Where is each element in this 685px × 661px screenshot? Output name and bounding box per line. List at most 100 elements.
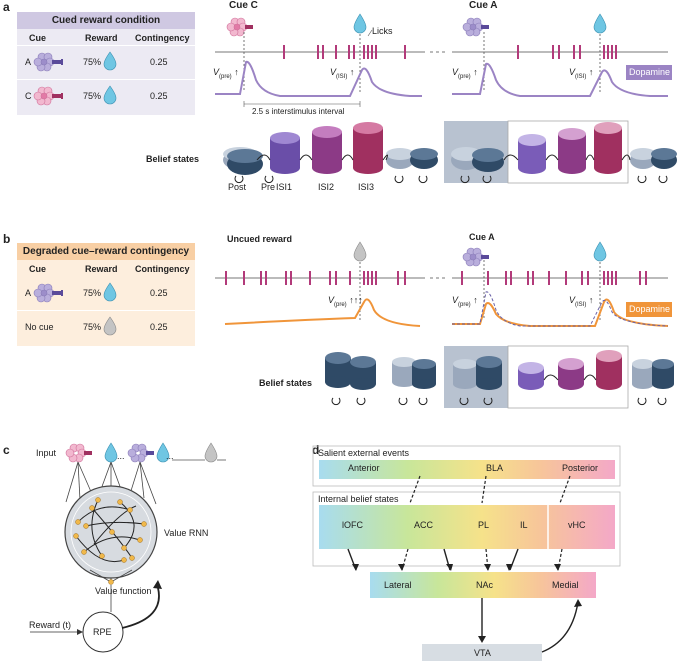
dopamine-label-box [626, 302, 672, 317]
reward-probability: 75% [83, 57, 102, 67]
lick-raster [283, 45, 617, 59]
v-pre-label: V(pre) ↑ [452, 295, 478, 308]
contingency-value: 0.25 [150, 91, 168, 101]
panel-letter-c: c [3, 443, 10, 457]
header-reward: Reward [85, 264, 118, 274]
cued-reward-table: Cued reward condition Cue Reward Conting… [17, 12, 195, 115]
dopamine-trace [224, 298, 421, 327]
cue-name: A [25, 288, 32, 298]
v-pre-label: V(pre) ↑↑↑ [328, 295, 363, 308]
reward-probability: 75% [83, 91, 102, 101]
gray-drop-icon [204, 442, 218, 463]
belief-state-cylinders [223, 122, 677, 184]
water-drop-icon [104, 442, 118, 463]
water-drop-icon [353, 13, 367, 34]
table-title: Degraded cue–reward contingency [22, 246, 190, 257]
dopamine-trace [452, 62, 668, 97]
cue-c-label: Cue C [229, 0, 258, 11]
panel-b-diagram [215, 241, 674, 409]
panel-letter-b: b [3, 232, 11, 246]
flower-odor-cue-icon [127, 443, 154, 463]
state-label-pre: Pre [261, 182, 276, 192]
flower-odor-cue-icon [65, 443, 92, 463]
vta-box [422, 644, 542, 661]
v-isi-label: V(ISI) ↑ [330, 67, 355, 80]
ellipsis: ... [117, 451, 125, 461]
contingency-value: 0.25 [150, 288, 168, 298]
region-pl: PL [478, 520, 490, 530]
input-label: Input [36, 448, 57, 458]
v-pre-label: V(pre) ↑ [452, 67, 478, 80]
nac-bar [370, 572, 596, 598]
cue-a-label: Cue A [469, 232, 495, 242]
table-row: A 75% 0.25 [17, 277, 195, 310]
table-title: Cued reward condition [51, 15, 161, 26]
degraded-contingency-table: Degraded cue–reward contingency Cue Rewa… [17, 243, 195, 346]
panel-letter-a: a [3, 0, 10, 14]
water-drop-icon [103, 282, 117, 302]
panel-a-diagram [215, 13, 677, 184]
reward-probability: 75% [83, 322, 102, 332]
rpe-label: RPE [93, 627, 112, 637]
dopamine-trace [215, 60, 422, 97]
state-label-isi1: ISI1 [276, 182, 293, 192]
dopamine-label-box [626, 65, 672, 80]
gray-drop-icon [353, 241, 367, 262]
water-drop-icon [156, 442, 170, 463]
rpe-feedback-arrow [121, 587, 160, 629]
interval-label: 2.5 s interstimulus interval [252, 107, 345, 116]
ellipsis: ... [166, 451, 174, 461]
water-drop-icon [103, 85, 117, 105]
region-posterior: Posterior [562, 463, 599, 473]
internal-states-bar [319, 505, 615, 549]
rnn-units [73, 497, 147, 563]
belief-state-cylinders [325, 350, 674, 406]
cue-name: A [25, 57, 32, 67]
flower-odor-cue-icon [462, 17, 489, 37]
v-isi-label: V(ISI) ↑ [569, 67, 594, 80]
cue-a-label: Cue A [469, 0, 498, 11]
state-label-post: Post [228, 182, 247, 192]
contingency-value: 0.25 [150, 57, 168, 67]
internal-states-title: Internal belief states [318, 494, 399, 504]
header-cue: Cue [29, 264, 47, 274]
salient-events-title: Salient external events [318, 448, 410, 458]
flower-odor-cue-icon [33, 86, 63, 106]
dopamine-label: Dopamine [629, 304, 671, 314]
v-pre-label: V(pre) ↑ [213, 67, 239, 80]
vta-label: VTA [474, 648, 491, 658]
region-vhc: vHC [568, 520, 586, 530]
gray-drop-icon [103, 316, 117, 336]
nac-label: NAc [476, 580, 494, 590]
header-contingency: Contingency [135, 264, 190, 274]
dopamine-label: Dopamine [629, 67, 671, 77]
header-reward: Reward [85, 33, 118, 43]
cue-name: C [25, 91, 32, 101]
region-anterior: Anterior [348, 463, 380, 473]
flower-odor-cue-icon [226, 17, 253, 37]
flower-odor-cue-icon [462, 247, 489, 267]
region-lofc: lOFC [342, 520, 363, 530]
header-cue: Cue [29, 33, 47, 43]
state-label-isi2: ISI2 [318, 182, 335, 192]
dopamine-trace-dashed [452, 291, 669, 327]
header-contingency: Contingency [135, 33, 190, 43]
panel-c-diagram [30, 442, 226, 653]
v-isi-label: V(ISI) ↑ [569, 295, 594, 308]
value-function-label: Value function [95, 586, 152, 596]
licks-label: Licks [372, 26, 393, 36]
panel-letter-d: d [312, 443, 320, 457]
salient-events-bar [319, 460, 615, 479]
reward-probability: 75% [83, 288, 102, 298]
table-row: C 75% 0.25 [17, 80, 195, 113]
value-rnn-label: Value RNN [164, 528, 209, 538]
contingency-value: 0.25 [150, 322, 168, 332]
table-row: A 75% 0.25 [17, 46, 195, 79]
cue-name: No cue [25, 322, 54, 332]
water-drop-icon [103, 51, 117, 71]
region-bla: BLA [486, 463, 504, 473]
state-label-isi3: ISI3 [358, 182, 375, 192]
flower-odor-cue-icon [33, 52, 63, 72]
reward-input-label: Reward (t) [29, 620, 72, 630]
nac-medial: Medial [552, 580, 579, 590]
